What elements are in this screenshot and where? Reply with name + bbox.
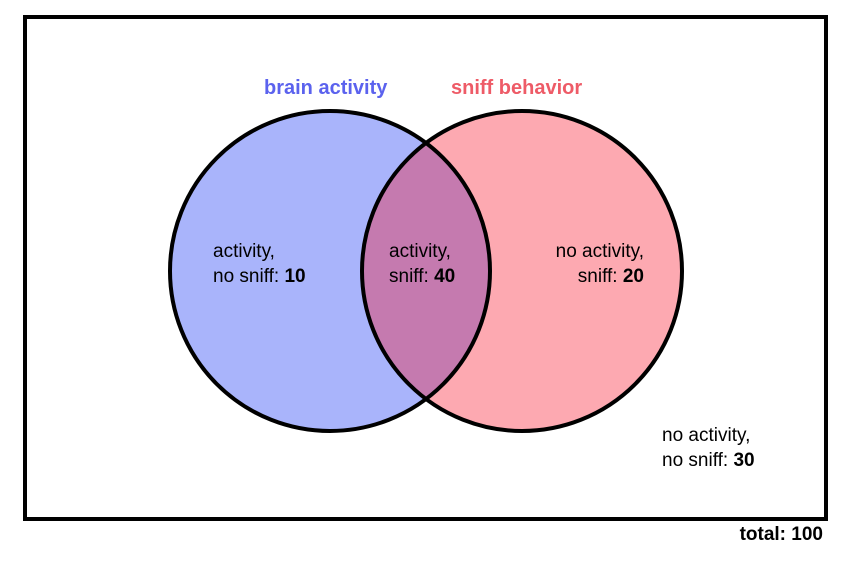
sniff-behavior-label: sniff behavior [451,77,583,99]
region-prefix: sniff: [577,266,623,287]
region-line: activity, [389,241,451,262]
region-line: sniff: 20 [556,264,644,289]
region-no-activity-sniff: no activity, sniff: 20 [556,239,644,289]
region-line: no activity, [555,241,644,262]
sniff-behavior-circle-outline [360,109,684,433]
region-no-activity-no-sniff: no activity, no sniff: 30 [662,423,755,473]
total-value: 100 [791,524,823,545]
brain-activity-circle-outline [168,109,492,433]
region-line: no sniff: 30 [662,448,755,473]
overlap-region [362,111,490,431]
region-prefix: no sniff: [662,450,734,471]
region-activity-sniff: activity, sniff: 40 [389,239,455,289]
region-count: 30 [733,450,755,471]
brain-activity-label: brain activity [264,77,388,99]
region-count: 10 [284,266,306,287]
region-count: 20 [622,266,644,287]
region-activity-no-sniff: activity, no sniff: 10 [213,239,306,289]
region-line: sniff: 40 [389,264,455,289]
region-prefix: no sniff: [213,266,285,287]
region-line: activity, [213,241,275,262]
region-prefix: sniff: [389,266,435,287]
region-count: 40 [434,266,456,287]
region-line: no activity, [662,425,751,446]
total-prefix: total: [739,524,792,545]
total-count: total: 100 [740,524,823,546]
region-line: no sniff: 10 [213,264,306,289]
